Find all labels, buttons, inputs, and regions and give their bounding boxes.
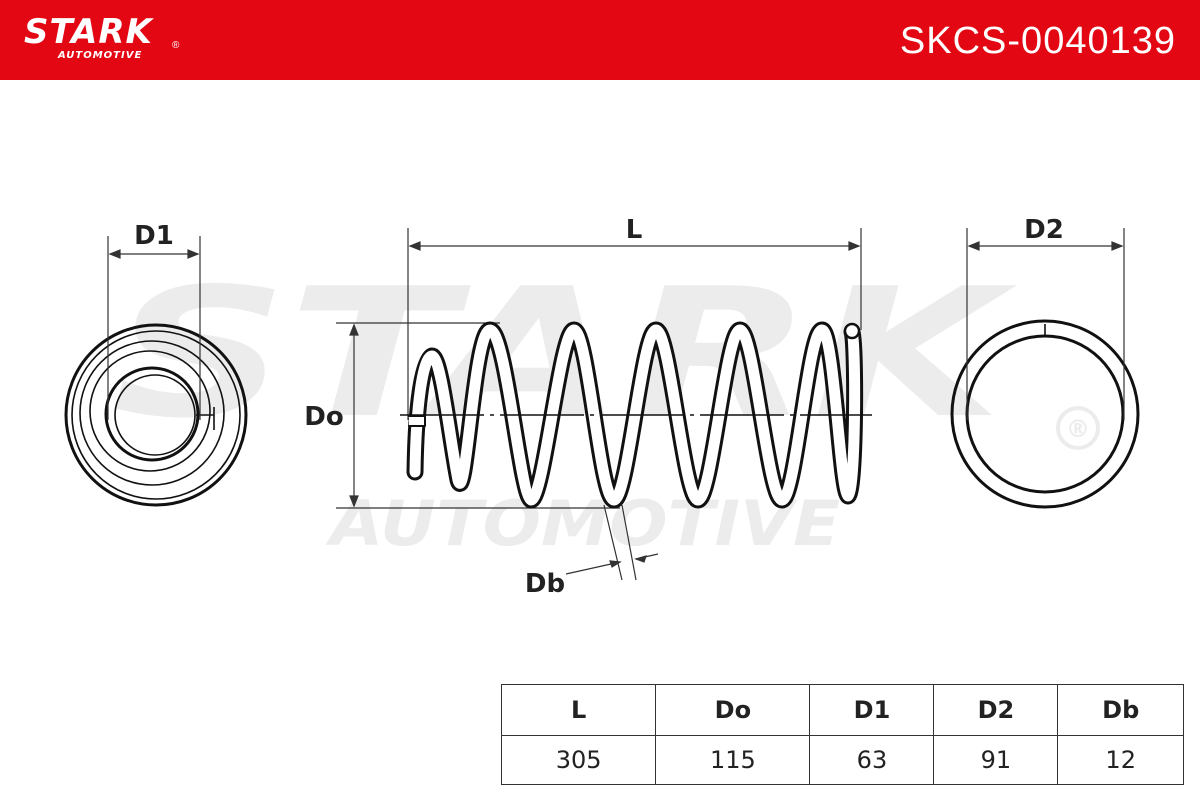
dimension-do — [336, 322, 620, 509]
dimension-d2 — [966, 228, 1125, 420]
table-cell: 12 — [1057, 735, 1184, 785]
table-header-cell: Db — [1057, 684, 1184, 736]
table-cell: 63 — [809, 735, 935, 785]
logo-subtext: AUTOMOTIVE — [58, 50, 143, 61]
table-cell: 91 — [933, 735, 1059, 785]
label-db: Db — [525, 569, 565, 599]
label-d1: D1 — [134, 221, 174, 251]
watermark-subtext: AUTOMOTIVE — [324, 487, 840, 560]
table-cell: 305 — [500, 735, 657, 785]
spec-table: L Do D1 D2 Db 305 115 63 91 12 — [500, 684, 1184, 785]
table-row: 305 115 63 91 12 — [500, 735, 1184, 785]
registered-mark: ® — [172, 40, 180, 51]
table-header-cell: Do — [655, 684, 811, 736]
dimension-l — [407, 228, 862, 420]
table-cell: 115 — [655, 735, 811, 785]
table-header-row: L Do D1 D2 Db — [500, 684, 1184, 736]
header-bar: STARK AUTOMOTIVE ® SKCS-0040139 — [0, 0, 1200, 80]
label-do: Do — [304, 402, 343, 432]
logo-text: STARK — [24, 12, 153, 52]
end-view-d1 — [64, 323, 248, 507]
part-number: SKCS-0040139 — [899, 20, 1176, 62]
watermark-registered-icon: ® — [1056, 406, 1100, 450]
svg-text:®: ® — [1066, 415, 1090, 443]
label-l: L — [626, 215, 643, 245]
spring-side-view — [406, 321, 864, 509]
table-header-cell: L — [500, 684, 657, 736]
spring-diagram: STARK AUTOMOTIVE ® D1 L Do — [64, 215, 1140, 599]
table-header-cell: D1 — [809, 684, 935, 736]
stark-logo: STARK AUTOMOTIVE ® — [24, 12, 179, 62]
dimension-db — [565, 504, 659, 581]
table-header-cell: D2 — [933, 684, 1059, 736]
dimension-d1 — [107, 236, 201, 420]
label-d2: D2 — [1024, 215, 1064, 245]
